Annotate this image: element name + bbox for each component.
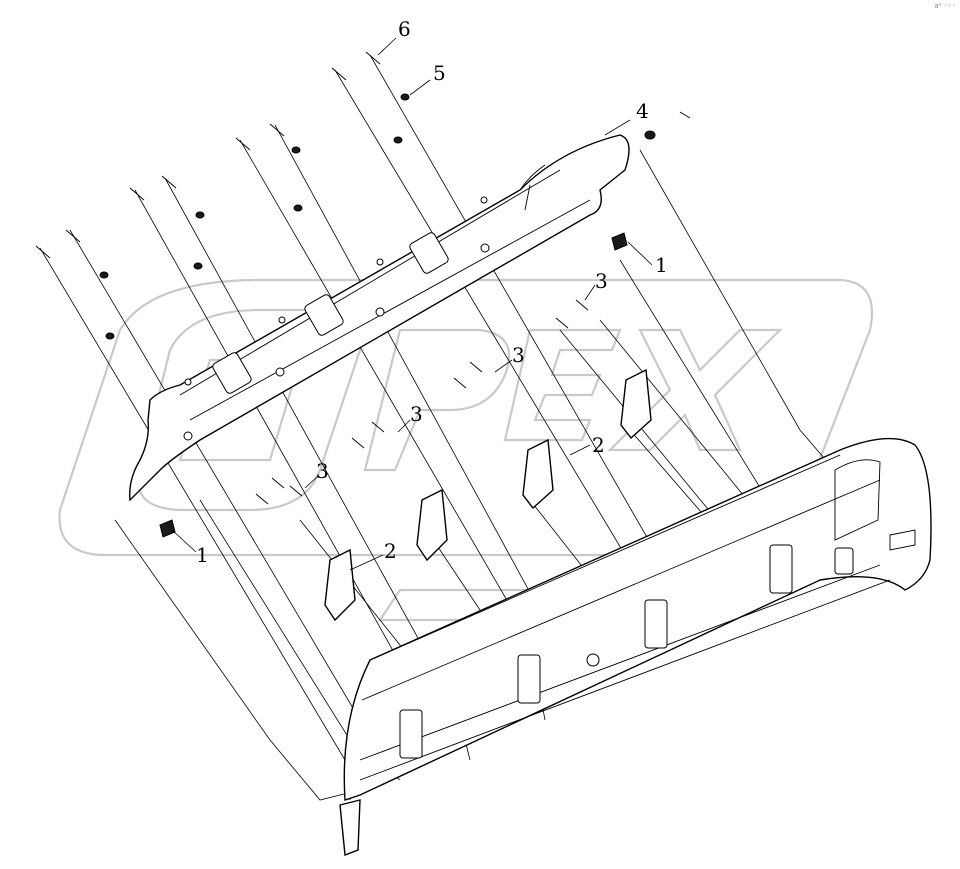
washers-part-5 — [99, 93, 656, 340]
panel-window — [769, 544, 793, 594]
rear-roof-panel — [339, 437, 932, 856]
callout-1-right: 1 — [655, 253, 668, 277]
clips-part-1 — [159, 232, 628, 538]
panel-window — [517, 654, 541, 704]
callout-2-right: 2 — [592, 433, 605, 457]
callout-3-b: 3 — [512, 343, 525, 367]
callout-1-left: 1 — [196, 543, 209, 567]
visor-window — [304, 294, 344, 336]
callout-4: 4 — [636, 99, 649, 123]
panel-window — [399, 709, 423, 759]
callout-6: 6 — [398, 17, 411, 41]
mounting-brackets-part-2 — [324, 368, 652, 622]
callout-3-c: 3 — [410, 402, 423, 426]
callout-leaders — [171, 37, 653, 571]
callout-3-d: 3 — [316, 459, 329, 483]
visor-window — [409, 232, 449, 274]
callout-2-left: 2 — [384, 539, 397, 563]
visor-window — [212, 352, 252, 394]
callout-3-a: 3 — [595, 269, 608, 293]
panel-window — [644, 599, 668, 649]
callout-5: 5 — [433, 61, 446, 85]
screws — [35, 51, 691, 505]
sun-visor-part-4 — [129, 134, 630, 502]
corner-mark: a² ◦◦◦ — [934, 2, 956, 10]
